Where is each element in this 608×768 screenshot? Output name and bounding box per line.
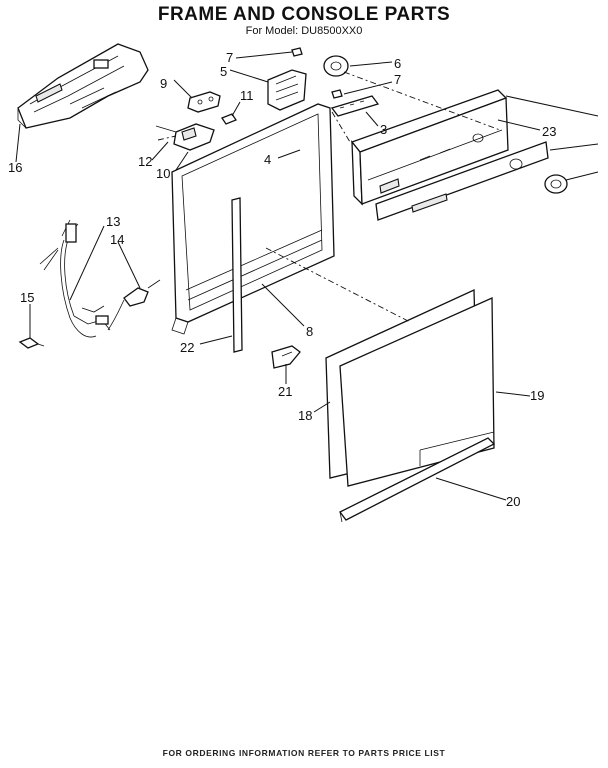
part-22-strip <box>231 197 243 353</box>
callout-11: 11 <box>240 88 254 103</box>
callout-19: 19 <box>530 388 544 403</box>
part-14-cord <box>107 279 161 331</box>
callout-13: 13 <box>106 214 120 229</box>
callout-14: 14 <box>110 232 124 247</box>
page-title: FRAME AND CONSOLE PARTS <box>157 4 451 25</box>
part-9-bracket <box>187 91 221 113</box>
part-16-control-housing <box>17 43 149 129</box>
part-8-door-frame <box>171 103 335 335</box>
part-13-wiring-harness <box>39 219 111 338</box>
part-19-door-panel-front <box>339 297 495 487</box>
ordering-info-footer: FOR ORDERING INFORMATION REFER TO PARTS … <box>162 748 446 758</box>
part-21-latch <box>271 345 301 369</box>
callout-labels: 16 9 11 12 10 7 5 6 7 3 4 23 13 14 15 8 … <box>8 50 556 509</box>
part-20-trim-strip <box>339 437 496 523</box>
callout-21: 21 <box>278 384 292 399</box>
part-3-bracket <box>330 89 380 117</box>
callout-8: 8 <box>306 324 313 339</box>
part-23-control-panel <box>350 89 509 206</box>
callout-12: 12 <box>138 154 152 169</box>
callout-4: 4 <box>264 152 271 167</box>
callout-3: 3 <box>380 122 387 137</box>
callout-5: 5 <box>220 64 227 79</box>
console-knob <box>544 174 568 194</box>
callout-22: 22 <box>180 340 194 355</box>
part-11-screw <box>221 113 237 125</box>
part-6-knob <box>323 55 349 77</box>
callout-16: 16 <box>8 160 22 175</box>
leader-lines <box>15 51 599 501</box>
callout-9: 9 <box>160 76 167 91</box>
callout-23: 23 <box>542 124 556 139</box>
callout-7-right: 7 <box>394 72 401 87</box>
callout-20: 20 <box>506 494 520 509</box>
callout-18: 18 <box>298 408 312 423</box>
part-15-plug <box>18 337 45 349</box>
part-5-switch <box>267 69 307 111</box>
callout-7-top: 7 <box>226 50 233 65</box>
part-10-latch <box>155 123 215 151</box>
callout-10: 10 <box>156 166 170 181</box>
model-subtitle: For Model: DU8500XX0 <box>245 25 363 37</box>
callout-15: 15 <box>20 290 34 305</box>
console-front-panel <box>375 141 549 221</box>
part-7-screw-top <box>291 47 303 57</box>
callout-6: 6 <box>394 56 401 71</box>
